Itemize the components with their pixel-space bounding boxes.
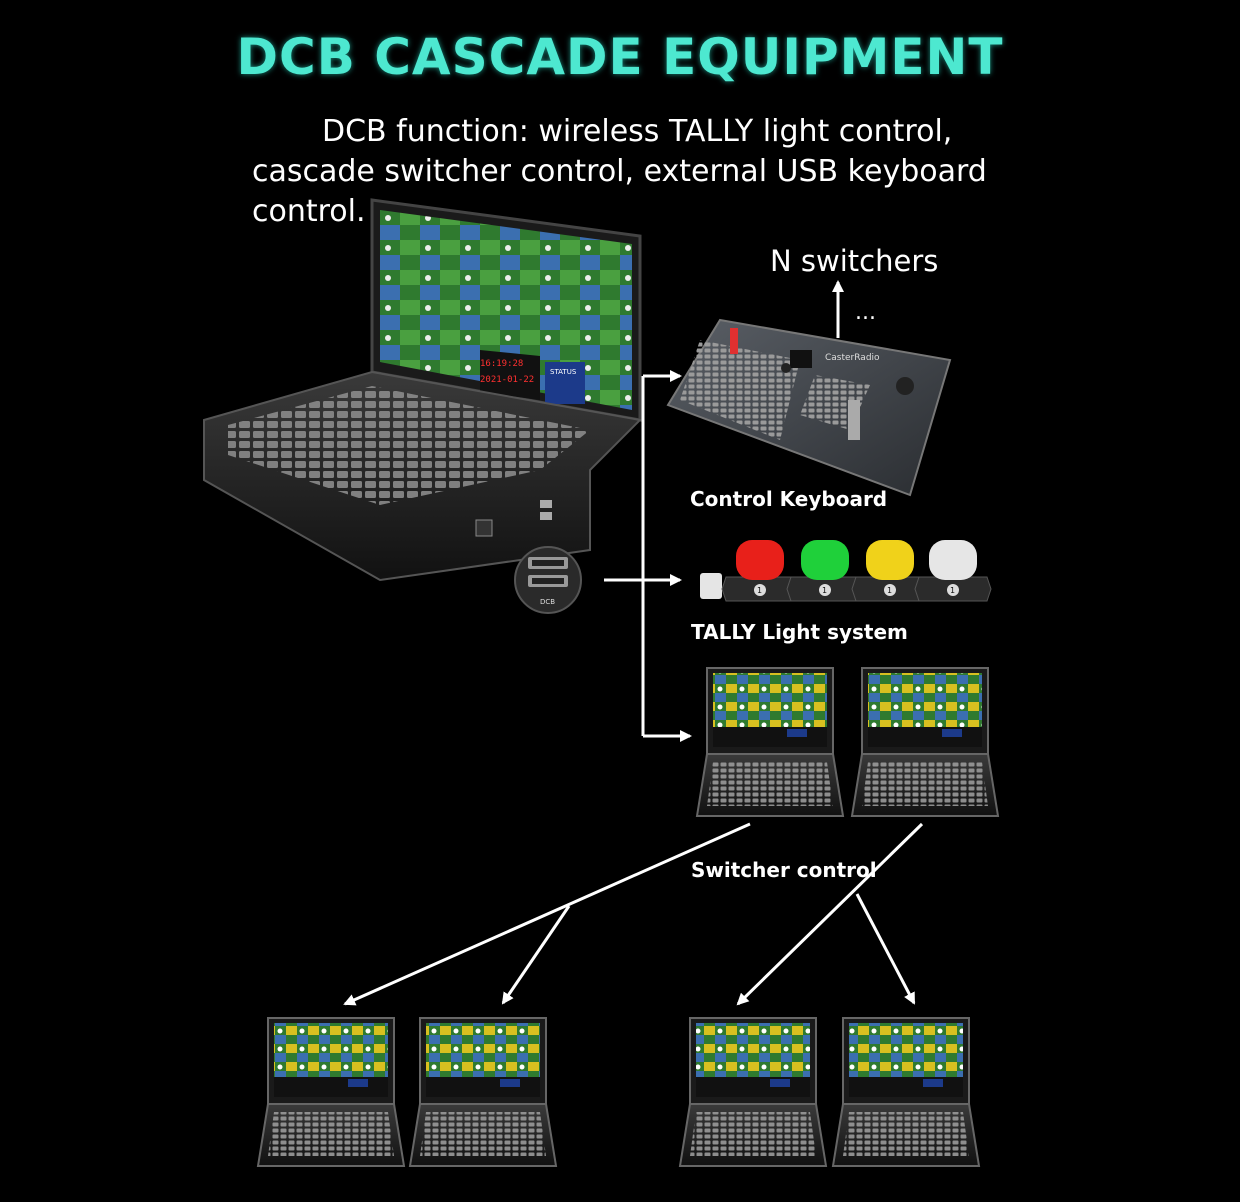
main-time: 16:19:28 xyxy=(480,359,523,369)
cascade-laptop-top-2 xyxy=(850,667,1000,817)
description-line-1: DCB function: wireless TALLY light contr… xyxy=(322,114,953,149)
tally-number: 1 xyxy=(950,586,955,595)
cascade-laptop-bottom-1 xyxy=(256,1017,406,1167)
switcher-control-label: Switcher control xyxy=(691,858,877,882)
arrows xyxy=(343,280,924,1006)
main-date: 2021-01-22 xyxy=(480,375,534,385)
ellipsis-label: ... xyxy=(855,300,876,325)
arrow-to-laptop-4 xyxy=(855,893,916,1005)
tally-light-4: 1 xyxy=(914,540,992,602)
arrow-to-laptop-1 xyxy=(343,822,751,1006)
tally-light-system: 1 1 1 1 xyxy=(700,540,992,602)
page-title: DCB CASCADE EQUIPMENT xyxy=(236,28,1004,86)
main-screen xyxy=(380,210,632,410)
tally-system-label: TALLY Light system xyxy=(691,620,908,644)
tally-receiver xyxy=(700,573,722,599)
description-line-3: control. xyxy=(252,194,366,229)
description: DCB function: wireless TALLY light contr… xyxy=(252,112,992,232)
control-keyboard-label: Control Keyboard xyxy=(690,487,888,511)
keyboard-brand: CasterRadio xyxy=(825,353,880,363)
n-switchers-label: N switchers xyxy=(770,244,939,278)
arrow-to-laptop-3 xyxy=(736,822,924,1006)
arrow-to-laptop-2 xyxy=(501,905,571,1005)
tally-light-1: 1 xyxy=(721,540,799,602)
dcb-port: DCB xyxy=(514,546,582,614)
dcb-port-label: DCB xyxy=(540,598,555,606)
main-switcher-laptop: 16:19:28 2021-01-22 STATUS xyxy=(203,198,643,582)
tally-number: 1 xyxy=(757,586,762,595)
tally-light-2: 1 xyxy=(786,540,864,602)
tally-light-3: 1 xyxy=(851,540,929,602)
main-status: STATUS xyxy=(550,368,577,376)
tally-number: 1 xyxy=(887,586,892,595)
tally-number: 1 xyxy=(822,586,827,595)
cascade-laptop-bottom-4 xyxy=(831,1017,981,1167)
description-line-2: cascade switcher control, external USB k… xyxy=(252,154,987,189)
cascade-laptop-bottom-3 xyxy=(678,1017,828,1167)
cascade-laptop-bottom-2 xyxy=(408,1017,558,1167)
control-keyboard-device: CasterRadio xyxy=(666,318,952,497)
cascade-laptop-top-1 xyxy=(695,667,845,817)
